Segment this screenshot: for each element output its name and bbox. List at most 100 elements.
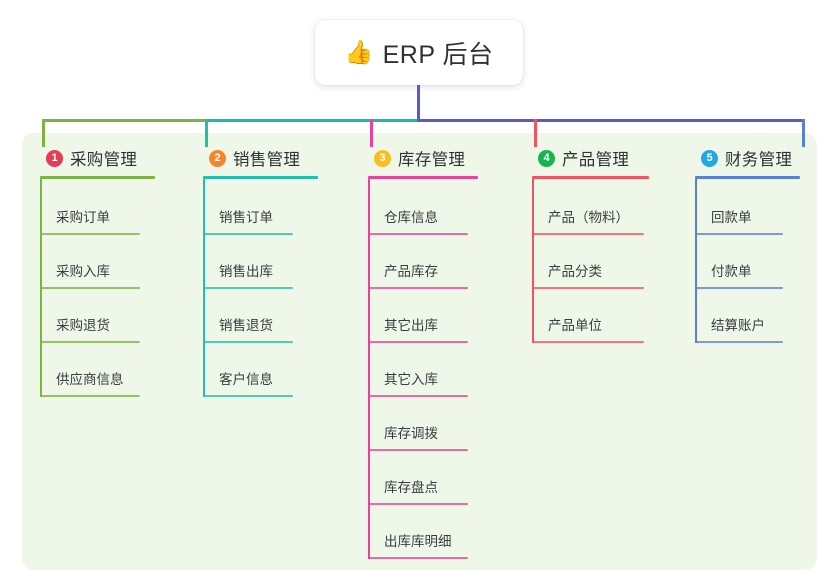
leaf-underline xyxy=(203,233,293,235)
leaf-label: 销售订单 xyxy=(219,210,273,225)
branch-drop-line-4 xyxy=(534,119,537,147)
branch-header-5[interactable]: 5 财务管理 xyxy=(695,146,835,170)
root-stem-line xyxy=(417,85,420,122)
branch-column-3[interactable]: 3 库存管理仓库信息产品库存其它出库其它入库库存调拨库存盘点出库库明细 xyxy=(368,146,513,559)
leaf-label: 销售出库 xyxy=(219,264,273,279)
leaf-node[interactable]: 产品（物料） xyxy=(532,181,644,235)
leaf-node[interactable]: 产品分类 xyxy=(532,235,644,289)
branch-title-5: 财务管理 xyxy=(725,151,793,169)
leaf-node[interactable]: 采购订单 xyxy=(40,181,140,235)
leaf-node[interactable]: 客户信息 xyxy=(203,343,293,397)
leaf-label: 结算账户 xyxy=(711,318,765,333)
branch-badge-5: 5 xyxy=(701,149,718,167)
branch-drop-line-2 xyxy=(205,119,208,147)
branch-underline-2 xyxy=(203,176,318,179)
leaf-label: 产品库存 xyxy=(384,264,438,279)
leaf-underline xyxy=(532,233,644,235)
branch-header-4[interactable]: 4 产品管理 xyxy=(532,146,684,170)
leaf-underline xyxy=(368,557,468,559)
leaf-label: 客户信息 xyxy=(219,372,273,387)
root-node-card[interactable]: 👍 ERP 后台 xyxy=(315,20,523,85)
branch-underline-5 xyxy=(695,176,800,179)
leaf-label: 回款单 xyxy=(711,210,752,225)
branch-underline-4 xyxy=(532,176,649,179)
leaf-label: 采购退货 xyxy=(56,318,110,333)
trunk-segment-right xyxy=(417,119,805,122)
leaf-node[interactable]: 销售出库 xyxy=(203,235,293,289)
branch-underline-1 xyxy=(40,176,155,179)
leaf-label: 仓库信息 xyxy=(384,210,438,225)
trunk-segment-left xyxy=(42,119,207,122)
leaf-underline xyxy=(532,341,644,343)
leaf-node[interactable]: 仓库信息 xyxy=(368,181,468,235)
branch-badge-1: 1 xyxy=(46,149,63,167)
leaf-underline xyxy=(203,395,293,397)
leaf-underline xyxy=(532,287,644,289)
leaf-underline xyxy=(695,287,783,289)
leaf-underline xyxy=(40,395,140,397)
branch-drop-line-1 xyxy=(42,119,45,147)
leaf-underline xyxy=(203,287,293,289)
leaf-node[interactable]: 其它入库 xyxy=(368,343,468,397)
leaf-underline xyxy=(368,503,468,505)
leaf-label: 其它入库 xyxy=(384,372,438,387)
root-title: 👍 ERP 后台 xyxy=(344,35,493,71)
leaf-node[interactable]: 采购入库 xyxy=(40,235,140,289)
leaf-label: 产品（物料） xyxy=(548,210,629,225)
branch-title-3: 库存管理 xyxy=(398,151,466,169)
leaf-node[interactable]: 结算账户 xyxy=(695,289,783,343)
branch-header-2[interactable]: 2 销售管理 xyxy=(203,146,353,170)
branch-title-4: 产品管理 xyxy=(562,151,630,169)
leaf-node[interactable]: 出库库明细 xyxy=(368,505,468,559)
leaf-label: 其它出库 xyxy=(384,318,438,333)
leaf-underline xyxy=(368,287,468,289)
branch-badge-4: 4 xyxy=(538,149,555,167)
leaf-label: 产品分类 xyxy=(548,264,602,279)
leaf-underline xyxy=(368,233,468,235)
leaf-label: 库存盘点 xyxy=(384,480,438,495)
leaf-label: 出库库明细 xyxy=(384,534,452,549)
branch-spine-5 xyxy=(695,179,697,343)
leaf-node[interactable]: 库存盘点 xyxy=(368,451,468,505)
leaf-node[interactable]: 回款单 xyxy=(695,181,783,235)
root-title-text: ERP 后台 xyxy=(382,40,494,69)
leaf-label: 销售退货 xyxy=(219,318,273,333)
leaf-label: 库存调拨 xyxy=(384,426,438,441)
leaf-node[interactable]: 采购退货 xyxy=(40,289,140,343)
leaf-underline xyxy=(368,449,468,451)
leaf-node[interactable]: 付款单 xyxy=(695,235,783,289)
leaf-label: 付款单 xyxy=(711,264,752,279)
leaf-underline xyxy=(40,341,140,343)
leaf-node[interactable]: 产品单位 xyxy=(532,289,644,343)
leaf-underline xyxy=(695,233,783,235)
branch-spine-3 xyxy=(368,179,370,559)
branch-header-3[interactable]: 3 库存管理 xyxy=(368,146,513,170)
branch-badge-3: 3 xyxy=(374,149,391,167)
branch-underline-3 xyxy=(368,176,478,179)
leaf-node[interactable]: 销售订单 xyxy=(203,181,293,235)
leaf-label: 产品单位 xyxy=(548,318,602,333)
branch-spine-4 xyxy=(532,179,534,343)
leaf-underline xyxy=(368,395,468,397)
branch-badge-2: 2 xyxy=(209,149,226,167)
leaf-label: 采购入库 xyxy=(56,264,110,279)
leaf-underline xyxy=(40,287,140,289)
branch-column-4[interactable]: 4 产品管理产品（物料） 产品分类产品单位 xyxy=(532,146,684,343)
leaf-node[interactable]: 产品库存 xyxy=(368,235,468,289)
branch-column-5[interactable]: 5 财务管理回款单付款单结算账户 xyxy=(695,146,835,343)
leaf-label: 供应商信息 xyxy=(56,372,124,387)
branch-column-2[interactable]: 2 销售管理销售订单销售出库销售退货客户信息 xyxy=(203,146,353,397)
leaf-node[interactable]: 库存调拨 xyxy=(368,397,468,451)
leaf-node[interactable]: 销售退货 xyxy=(203,289,293,343)
leaf-node[interactable]: 其它出库 xyxy=(368,289,468,343)
branch-title-2: 销售管理 xyxy=(233,151,301,169)
diagram-panel xyxy=(22,133,817,570)
leaf-underline xyxy=(368,341,468,343)
leaf-underline xyxy=(203,341,293,343)
leaf-node[interactable]: 供应商信息 xyxy=(40,343,140,397)
branch-drop-line-3 xyxy=(370,119,373,147)
leaf-underline xyxy=(40,233,140,235)
